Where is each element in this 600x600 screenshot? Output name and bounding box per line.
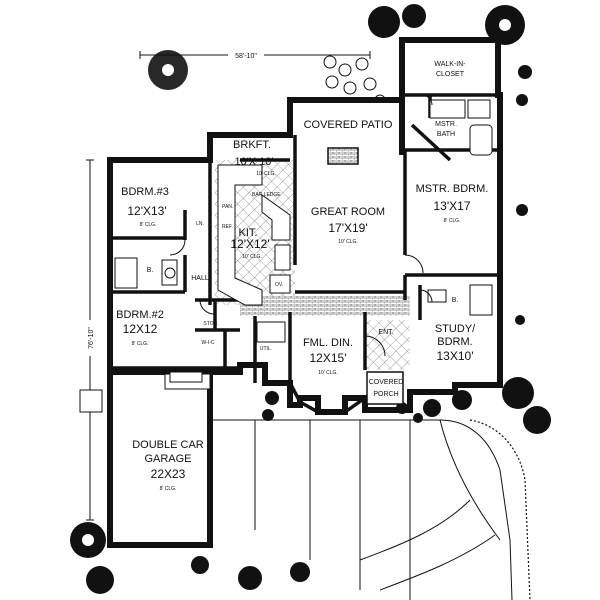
depth-dimension: 76'-10" [88, 327, 95, 349]
study-size: 13X10' [437, 349, 474, 363]
kitchen-counters: BAR LEDGE PAN. REF. OV. [217, 164, 291, 306]
dimension-lines: 58'-10" 76'-10" [82, 49, 371, 521]
great-room-size: 17'X19' [328, 221, 367, 235]
mstr-bath-label: MSTR. [435, 121, 457, 128]
bath2-label: B. [452, 297, 459, 304]
ref-label: REF. [222, 224, 233, 230]
covered-porch-label: COVERED [369, 379, 404, 386]
great-room-ceiling: 10' CLG. [338, 239, 358, 245]
bath-label: B. [147, 267, 154, 274]
garage-name: DOUBLE CAR [132, 439, 204, 451]
mstr-bdrm-name: MSTR. BDRM. [416, 183, 489, 195]
walk-in-closet-label-2: CLOSET [436, 71, 465, 78]
shrub-icon [262, 409, 274, 421]
brkft-size: 10'X 10' [234, 156, 273, 168]
kit-ceiling: 10' CLG. [242, 254, 262, 260]
brkft-name: BRKFT. [233, 139, 271, 151]
tree-icon [238, 566, 262, 590]
fireplace [327, 147, 359, 165]
brkft-ceiling: 10' CLG. [256, 171, 276, 177]
kit-name: KIT. [239, 227, 258, 239]
mstr-bdrm-size: 13'X17 [434, 199, 471, 213]
shrub-icon [413, 413, 423, 423]
tree-icon [86, 566, 114, 594]
garage-door-area [79, 370, 210, 413]
entry-label: ENT. [378, 329, 393, 336]
covered-patio-label: COVERED PATIO [304, 119, 393, 131]
bdrm2-ceiling: 8' CLG. [132, 341, 149, 347]
tree-icon [423, 399, 441, 417]
interior-walls [110, 93, 500, 383]
bdrm3-size: 12'X13' [127, 204, 166, 218]
tree-icon [523, 406, 551, 434]
wic-label: W-I-C [202, 340, 215, 346]
entry-floor [365, 320, 410, 370]
bath-fixtures [114, 99, 493, 390]
shrub-icon [265, 391, 279, 405]
covered-porch-label-2: PORCH [373, 391, 398, 398]
garage-name-2: GARAGE [144, 453, 191, 465]
gallery-floor [240, 296, 410, 316]
study-name: STUDY/ [435, 323, 476, 335]
bdrm3-name: BDRM.#3 [121, 186, 169, 198]
tree-icon [290, 562, 310, 582]
garage-ceiling: 8' CLG. [160, 486, 177, 492]
bdrm3-ceiling: 8' CLG. [140, 222, 157, 228]
tree-icon [402, 4, 426, 28]
garage-size: 22X23 [151, 467, 186, 481]
bdrm2-size: 12X12 [123, 322, 158, 336]
bar-label: BAR LEDGE [252, 192, 281, 198]
tree-icon [502, 377, 534, 409]
oven-label: OV. [275, 282, 283, 288]
dining-bay-window [288, 382, 367, 414]
kit-size: 12'X12' [230, 237, 269, 251]
pantry-label: PAN. [222, 204, 233, 210]
fml-din-ceiling: 10' CLG. [318, 370, 338, 376]
great-room-name: GREAT ROOM [311, 206, 385, 218]
width-dimension: 58'-10" [235, 53, 257, 60]
bdrm2-name: BDRM.#2 [116, 309, 164, 321]
mstr-bdrm-ceiling: 8' CLG. [444, 218, 461, 224]
linen-label: LN. [196, 221, 204, 227]
mstr-bath-label-2: BATH [437, 131, 455, 138]
room-labels: COVERED PATIO WALK-IN- CLOSET MSTR. BATH… [116, 61, 488, 492]
driveway [209, 419, 531, 600]
covered-porch-slab [366, 371, 404, 405]
walk-in-closet-label: WALK-IN- [434, 61, 466, 68]
doors [169, 94, 433, 357]
fml-din-size: 12X15' [310, 351, 347, 365]
tree-icon [368, 6, 400, 38]
util-label: UTIL. [260, 346, 272, 352]
fml-din-name: FML. DIN. [303, 337, 353, 349]
stor-label: STOR. [203, 321, 218, 327]
ac-unit [79, 389, 103, 413]
tree-icon [191, 556, 209, 574]
study-name-2: BDRM. [437, 336, 472, 348]
hall-label: HALL [191, 275, 209, 282]
